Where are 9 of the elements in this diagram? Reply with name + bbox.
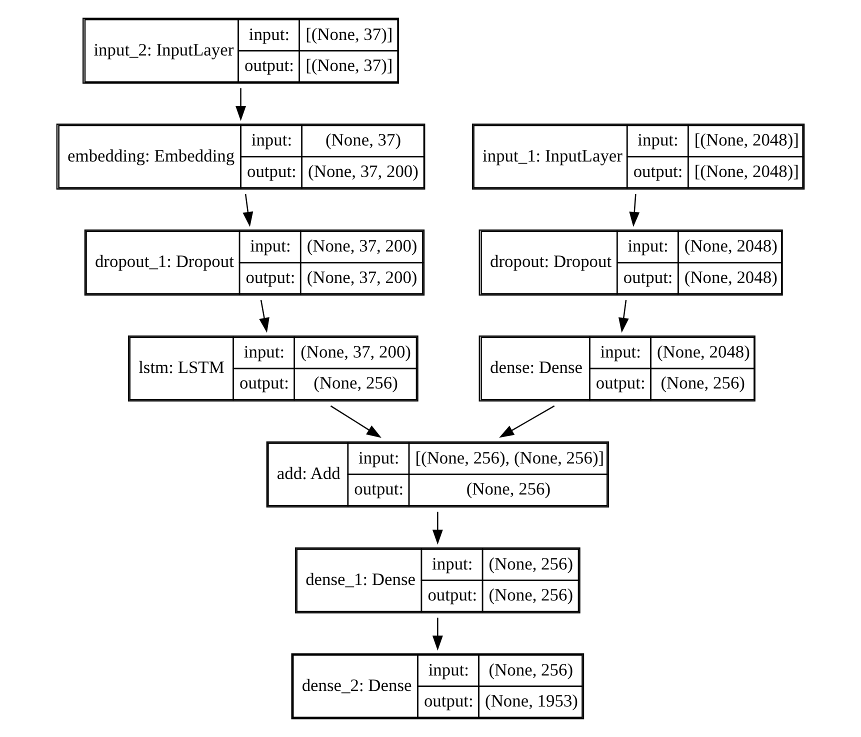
arrow — [236, 88, 246, 121]
arrow — [629, 194, 640, 227]
arrow — [432, 512, 443, 545]
arrow — [330, 405, 382, 438]
arrow — [259, 300, 270, 333]
arrow — [618, 300, 629, 333]
arrow — [432, 618, 443, 651]
arrow — [242, 194, 254, 227]
arrow — [499, 405, 555, 438]
